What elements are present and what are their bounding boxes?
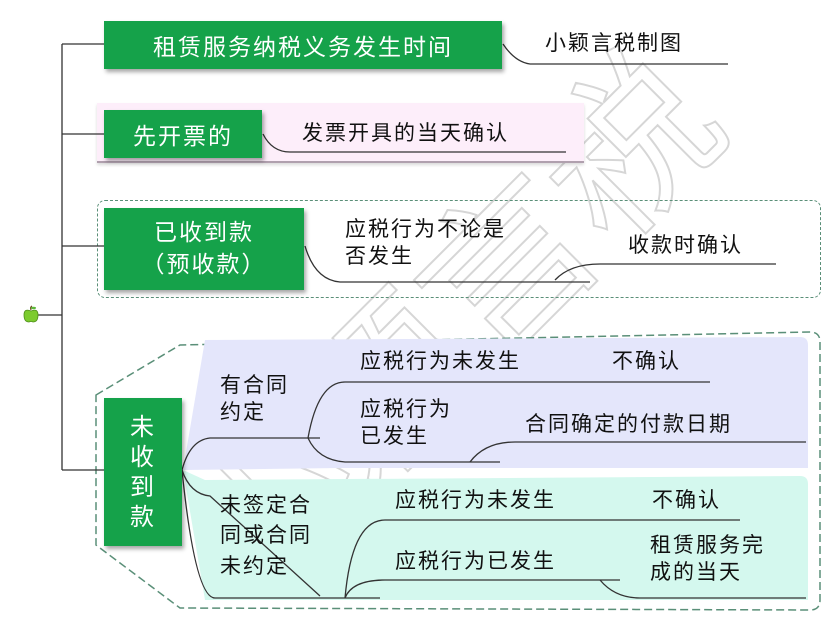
branch1-label: 先开票的 <box>133 124 233 150</box>
no-contract-case1-condition: 应税行为未发生 <box>395 488 556 512</box>
branch2-node[interactable]: 已收到款 （预收款） <box>104 208 304 290</box>
branch2-result: 收款时确认 <box>628 233 743 257</box>
no-contract-case2-result: 租赁服务完 成的当天 <box>650 533 765 585</box>
no-contract-case1-result: 不确认 <box>652 488 721 512</box>
branch3-label: 未 收 到 款 <box>130 413 156 531</box>
contract-case1-condition: 应税行为未发生 <box>360 349 521 373</box>
topic-title: 租赁服务纳税义务发生时间 <box>153 35 453 61</box>
no-contract-label: 未签定合 同或合同 未约定 <box>220 493 312 578</box>
branch2-condition: 应税行为不论是 否发生 <box>345 217 506 269</box>
branch2-region <box>97 200 821 298</box>
branch1-node[interactable]: 先开票的 <box>104 110 262 158</box>
branch3-region-outline <box>95 331 821 611</box>
apple-icon <box>23 305 39 323</box>
topic-note: 小颖言税制图 <box>545 31 683 55</box>
topic-node[interactable]: 租赁服务纳税义务发生时间 <box>104 21 502 69</box>
branch3-node[interactable]: 未 收 到 款 <box>104 398 182 546</box>
no-contract-case2-condition: 应税行为已发生 <box>395 549 556 573</box>
contract-region <box>183 337 808 470</box>
contract-case1-result: 不确认 <box>612 349 681 373</box>
no-contract-region <box>183 470 808 600</box>
branch1-result: 发票开具的当天确认 <box>302 121 509 145</box>
branch2-label: 已收到款 （预收款） <box>141 219 267 278</box>
contract-case2-result: 合同确定的付款日期 <box>525 412 732 436</box>
contract-label: 有合同 约定 <box>220 373 289 425</box>
contract-case2-condition: 应税行为 已发生 <box>360 397 452 449</box>
